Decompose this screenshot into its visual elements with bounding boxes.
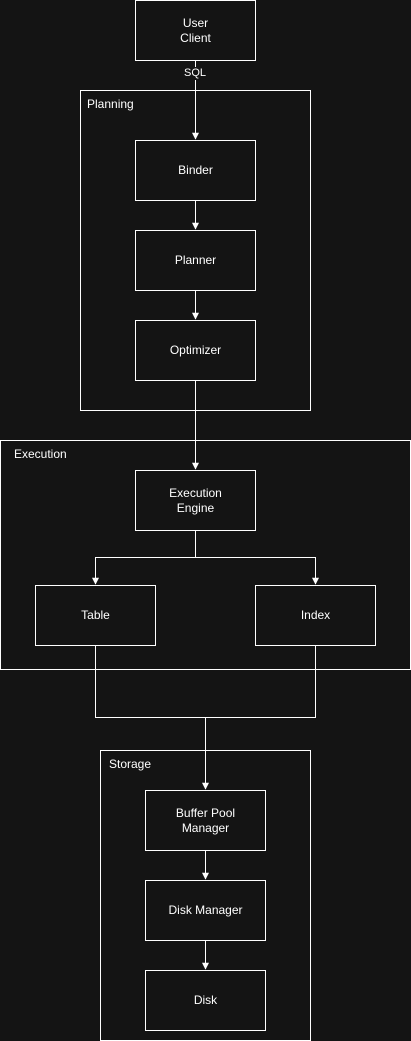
- user-client-node[interactable]: User Client: [135, 0, 256, 61]
- planner-node[interactable]: Planner: [135, 230, 256, 291]
- index-node[interactable]: Index: [255, 585, 376, 646]
- optimizer-label: Optimizer: [169, 343, 222, 357]
- execution-engine-label: Execution Engine: [169, 485, 222, 515]
- execution-group-label: Execution: [14, 447, 67, 461]
- planning-group-label: Planning: [87, 97, 134, 111]
- user-client-label: User Client: [180, 15, 211, 45]
- execution-engine-node[interactable]: Execution Engine: [135, 470, 256, 531]
- disk-node[interactable]: Disk: [145, 970, 266, 1031]
- edge-table-merge: [95, 645, 316, 718]
- buffer-pool-manager-label: Buffer Pool Manager: [175, 805, 236, 835]
- buffer-pool-manager-node[interactable]: Buffer Pool Manager: [145, 790, 266, 851]
- edge-engine-index: [195, 557, 319, 585]
- binder-node[interactable]: Binder: [135, 140, 256, 201]
- storage-group-label: Storage: [109, 757, 152, 771]
- table-node[interactable]: Table: [35, 585, 156, 646]
- disk-label: Disk: [193, 993, 218, 1007]
- optimizer-node[interactable]: Optimizer: [135, 320, 256, 381]
- binder-label: Binder: [178, 163, 213, 177]
- disk-manager-node[interactable]: Disk Manager: [145, 880, 266, 941]
- table-label: Table: [81, 608, 110, 622]
- planner-label: Planner: [174, 253, 217, 267]
- sql-edge-label: SQL: [182, 67, 209, 80]
- edge-engine-table: [92, 530, 196, 585]
- index-label: Index: [300, 608, 331, 622]
- disk-manager-label: Disk Manager: [168, 903, 243, 917]
